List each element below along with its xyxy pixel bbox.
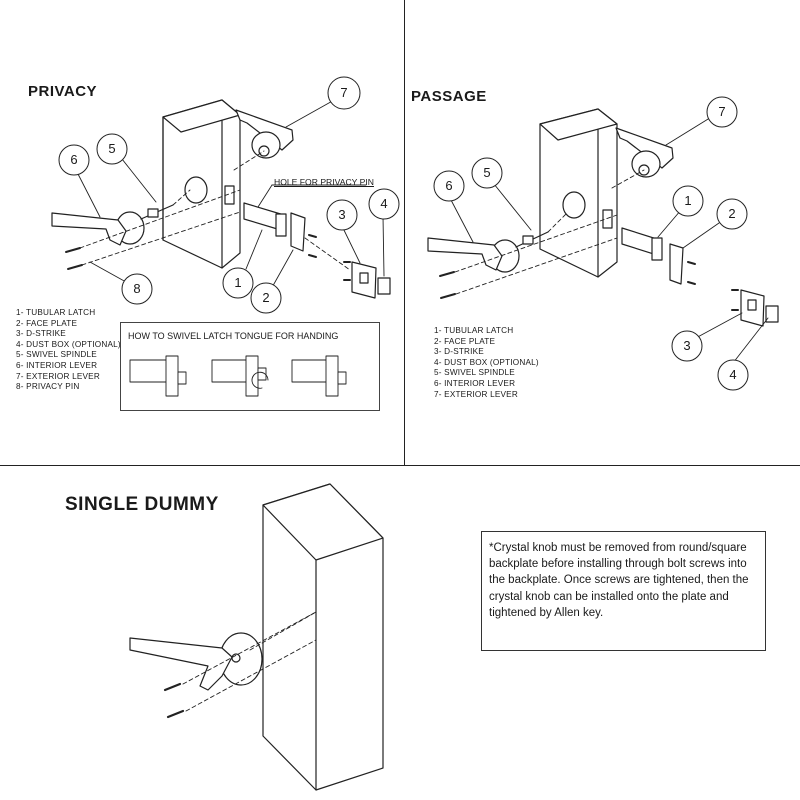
privacy-callout-circles xyxy=(58,76,400,314)
legend-item: 7- EXTERIOR LEVER xyxy=(434,389,518,399)
privacy-exterior-lever xyxy=(235,109,294,159)
passage-callout-6: 6 xyxy=(445,178,453,193)
passage-dashed-lines xyxy=(454,169,645,295)
legend-item: 5- SWIVEL SPINDLE xyxy=(16,350,97,360)
passage-callout-2: 2 xyxy=(728,206,736,221)
legend-item: 2- FACE PLATE xyxy=(16,318,78,328)
privacy-callout-6: 6 xyxy=(70,152,78,167)
dummy-dashed-lines xyxy=(182,611,317,712)
passage-interior-lever xyxy=(427,231,549,273)
dummy-door-block xyxy=(262,483,384,791)
privacy-parts-legend: 1- TUBULAR LATCH 2- FACE PLATE 3- D-STRI… xyxy=(16,308,121,393)
passage-callout-4: 4 xyxy=(729,367,737,382)
crystal-knob-note-box xyxy=(481,531,766,651)
legend-item: 8- PRIVACY PIN xyxy=(16,382,80,392)
passage-door-block xyxy=(539,108,618,278)
passage-strike xyxy=(740,289,779,327)
privacy-screws xyxy=(65,234,351,281)
privacy-interior-lever xyxy=(51,204,174,246)
privacy-callout-2: 2 xyxy=(262,290,270,305)
legend-item: 6- INTERIOR LEVER xyxy=(16,360,98,370)
dummy-lever xyxy=(129,632,263,691)
passage-callout-5: 5 xyxy=(483,165,491,180)
passage-exterior-lever xyxy=(615,127,674,178)
passage-latch xyxy=(621,227,684,285)
passage-title: PASSAGE xyxy=(411,88,487,105)
legend-item: 7- EXTERIOR LEVER xyxy=(16,371,100,381)
legend-item: 6- INTERIOR LEVER xyxy=(434,378,516,388)
dummy-screws xyxy=(163,682,185,719)
legend-item: 2- FACE PLATE xyxy=(434,336,496,346)
passage-callout-1: 1 xyxy=(684,193,692,208)
legend-item: 4- DUST BOX (OPTIONAL) xyxy=(16,339,121,349)
privacy-callout-1: 1 xyxy=(234,275,242,290)
privacy-callout-7: 7 xyxy=(340,85,348,100)
privacy-pin-hole-label: HOLE FOR PRIVACY PIN xyxy=(274,177,374,187)
crystal-knob-note: *Crystal knob must be removed from round… xyxy=(489,542,749,619)
passage-callout-circles xyxy=(433,96,749,391)
legend-item: 5- SWIVEL SPINDLE xyxy=(434,368,515,378)
panel-divider-vertical xyxy=(404,0,405,465)
legend-item: 1- TUBULAR LATCH xyxy=(434,326,514,335)
passage-leader-lines xyxy=(450,115,769,364)
dummy-title: SINGLE DUMMY xyxy=(65,494,219,515)
privacy-callout-8: 8 xyxy=(133,281,141,296)
legend-item: 1- TUBULAR LATCH xyxy=(16,308,96,317)
swivel-instructions-box xyxy=(120,322,380,411)
panel-divider-horizontal xyxy=(0,465,800,466)
swivel-latch-sketches xyxy=(129,355,347,397)
privacy-callout-4: 4 xyxy=(380,196,388,211)
legend-item: 3- D-STRIKE xyxy=(434,347,484,357)
passage-parts-legend: 1- TUBULAR LATCH 2- FACE PLATE 3- D-STRI… xyxy=(434,326,539,400)
passage-callout-7: 7 xyxy=(718,104,726,119)
privacy-latch xyxy=(243,202,306,252)
privacy-callout-5: 5 xyxy=(108,141,116,156)
privacy-callout-3: 3 xyxy=(338,207,346,222)
swivel-instructions-title: HOW TO SWIVEL LATCH TONGUE FOR HANDING xyxy=(128,331,339,341)
legend-item: 3- D-STRIKE xyxy=(16,329,66,339)
privacy-dashed-lines xyxy=(79,150,351,271)
passage-callout-3: 3 xyxy=(683,338,691,353)
passage-screws xyxy=(439,261,739,311)
privacy-leader-lines xyxy=(77,98,385,292)
privacy-strike xyxy=(351,261,391,299)
legend-item: 4- DUST BOX (OPTIONAL) xyxy=(434,357,539,367)
privacy-door-block xyxy=(162,99,241,269)
privacy-title: PRIVACY xyxy=(28,83,98,100)
